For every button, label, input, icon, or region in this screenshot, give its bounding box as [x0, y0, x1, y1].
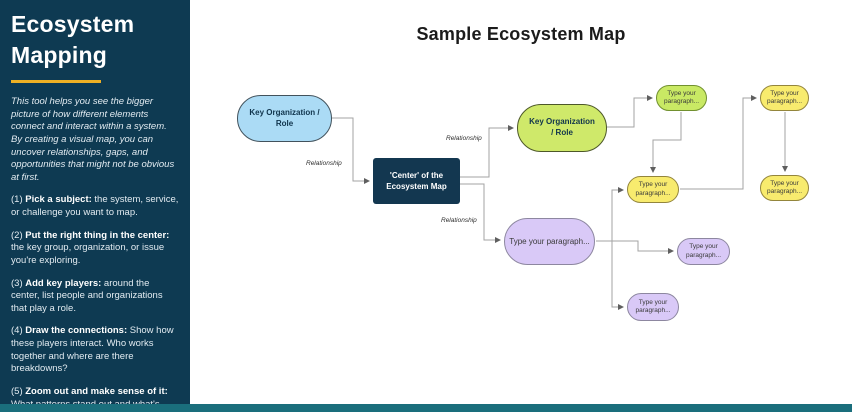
node-label: 'Center' of the Ecosystem Map [386, 170, 447, 191]
step-2: (2) Put the right thing in the center: t… [11, 230, 179, 268]
connector-center-to-purple [460, 183, 501, 243]
node-label: Type your paragraph... [635, 298, 671, 314]
relationship-label[interactable]: Relationship [306, 160, 342, 167]
accent-divider [11, 80, 101, 84]
node-label: Key Organization / Role [249, 107, 320, 128]
step-3-number: (3) [11, 277, 26, 289]
step-4-label: Draw the connections: [25, 325, 128, 337]
node-paragraph-purple-mid[interactable]: Type your paragraph... [677, 238, 730, 265]
step-1: (1) Pick a subject: the system, service,… [11, 194, 179, 219]
step-5-label: Zoom out and make sense of it: [25, 385, 168, 397]
step-4-number: (4) [11, 325, 26, 337]
node-paragraph-yellow-bottom-right[interactable]: Type your paragraph... [760, 175, 809, 201]
footer-accent-bar [0, 404, 852, 412]
step-5-number: (5) [11, 385, 26, 397]
node-label: Type your paragraph... [509, 237, 590, 246]
step-3-text: around the center, list people and organ… [11, 277, 163, 314]
relationship-label[interactable]: Relationship [446, 135, 482, 142]
connector-green-to-greensmall [607, 95, 653, 128]
connector-blue-to-center [332, 117, 370, 184]
instructions-sidebar: Ecosystem Mapping This tool helps you se… [0, 0, 190, 412]
node-label: Type your paragraph... [685, 243, 722, 259]
node-paragraph-purple-main[interactable]: Type your paragraph... [504, 218, 595, 265]
connector-yellowml-to-yellowtr [680, 95, 757, 190]
node-key-organization-green[interactable]: Key Organization / Role [517, 104, 607, 152]
step-1-number: (1) [11, 194, 26, 206]
node-paragraph-yellow-top-right[interactable]: Type your paragraph... [760, 85, 809, 111]
tool-title: Ecosystem Mapping [11, 11, 135, 69]
node-key-organization-blue[interactable]: Key Organization / Role [237, 95, 332, 142]
step-1-label: Pick a subject: [25, 194, 92, 206]
connector-purple-to-purplemid [596, 240, 674, 254]
map-title: Sample Ecosystem Map [416, 24, 626, 44]
node-label: Type your paragraph... [663, 89, 700, 105]
step-3-label: Add key players: [25, 277, 102, 289]
node-paragraph-green-small[interactable]: Type your paragraph... [656, 85, 707, 111]
step-1-text: the system, service, or challenge you wa… [11, 194, 179, 219]
node-label: Key Organization / Role [529, 117, 595, 137]
node-paragraph-purple-bottom[interactable]: Type your paragraph... [627, 293, 679, 321]
connector-purple-to-purplebot [611, 241, 624, 310]
step-3: (3) Add key players: around the center, … [11, 278, 179, 316]
node-label: Type your paragraph... [766, 179, 803, 195]
step-2-number: (2) [11, 229, 26, 241]
tool-description: This tool helps you see the bigger pictu… [11, 96, 175, 183]
step-4: (4) Draw the connections: Show how these… [11, 325, 179, 376]
step-2-text: the key group, organization, or issue yo… [11, 242, 165, 266]
node-paragraph-yellow-mid-left[interactable]: Type your paragraph... [627, 176, 679, 203]
step-4-text: Show how these players interact. Who wor… [11, 325, 174, 375]
step-2-label: Put the right thing in the center: [25, 229, 170, 241]
node-label: Type your paragraph... [635, 181, 671, 197]
relationship-label[interactable]: Relationship [441, 217, 477, 224]
node-label: Type your paragraph... [766, 89, 803, 105]
connector-greensmall-to-yellowml [650, 112, 682, 173]
node-center-of-map[interactable]: 'Center' of the Ecosystem Map [373, 158, 460, 204]
connector-purple-to-yellowml [596, 187, 624, 242]
